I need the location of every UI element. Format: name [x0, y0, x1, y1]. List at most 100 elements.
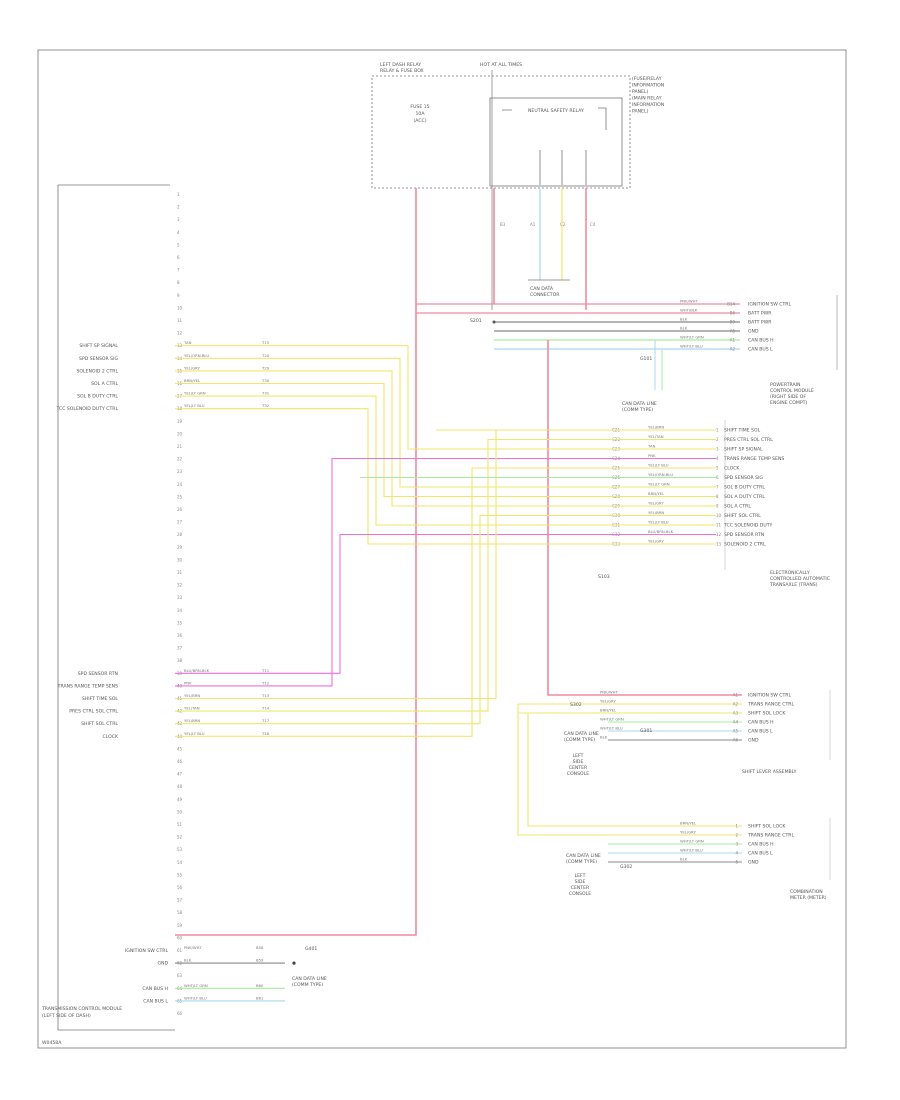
tcm-signal-name: PRES CTRL SOL CTRL	[69, 709, 118, 715]
trans-pin: 9	[716, 504, 719, 509]
trans-pin: 7	[716, 485, 719, 490]
shift-lever-wire-label: WHT/LT BLU	[600, 726, 623, 731]
tcm-pin-number: 9	[177, 293, 180, 298]
trans-wire-label: YEL/TAN	[648, 434, 664, 439]
trans-wire-label: BLU/BRN-BLK	[648, 529, 674, 534]
ecm-label: CONTROL MODULE	[770, 388, 814, 394]
trans-wire-label: YEL/LT BLU	[648, 520, 669, 525]
trans-pin: 5	[716, 466, 719, 471]
tcm-pin-number: 11	[177, 318, 183, 323]
ecm-terminal: A5	[730, 329, 736, 334]
tcm-pin-number: 4	[177, 230, 180, 235]
tcm-signal-name: SPD SENSOR RTN	[78, 671, 118, 677]
tcm-signal-name: CLOCK	[103, 734, 119, 740]
shift-lever-signal-name: IGNITION SW CTRL	[748, 693, 792, 699]
trans-signal-name: CLOCK	[724, 466, 740, 472]
tcm-pin-number: 34	[177, 608, 183, 613]
combination-wire-label: WHT/LT BLU	[680, 848, 703, 853]
shift-lever-note: CENTER	[569, 765, 588, 771]
tcm-pin-number: 53	[177, 847, 183, 852]
tcm-upper-signal-wire	[175, 370, 716, 507]
combination-trans-range-wire	[517, 704, 742, 836]
tcm-pin-number: 61	[177, 948, 183, 953]
tcm-wire-term: T31	[261, 391, 270, 396]
combination-label-2: METER (METER)	[790, 895, 827, 901]
ecm-terminal: A1	[730, 338, 736, 343]
trans-signal-name: SHIFT TIME SOL	[724, 428, 761, 434]
combination-signal-name: SHIFT SOL LOCK	[748, 824, 786, 830]
relay-side-note: INFORMATION	[632, 83, 664, 89]
ecm-signal-name: IGNITION SW CTRL	[748, 302, 792, 308]
tcm-pin-number: 35	[177, 620, 183, 625]
relay-terminal-label: C2	[560, 222, 566, 227]
tcm-wire-label: BLK	[184, 958, 192, 963]
tcm-wire-term: T15	[261, 340, 270, 345]
relay-label: NEUTRAL SAFETY RELAY	[528, 108, 584, 114]
tcm-pin-number: 66	[177, 1011, 183, 1016]
trans-pin: 13	[716, 542, 722, 547]
tcm-signal-name: SOL B DUTY CTRL	[77, 394, 118, 400]
tcm-pin-number: 1	[177, 192, 180, 197]
tcm-wire-label: YEL/BRN	[184, 693, 200, 698]
tcm-label: TRANSMISSION CONTROL MODULE	[41, 1006, 122, 1012]
trans-label: TRANSAXLE (TRANS)	[769, 582, 818, 588]
ecm-splice-label: S201	[470, 318, 482, 324]
shift-lever-terminal: A6	[733, 738, 739, 743]
tcm-pin-number: 8	[177, 280, 180, 285]
tcm-pin-number: 10	[177, 305, 183, 310]
shift-lever-signal-name: CAN BUS L	[748, 729, 773, 735]
shift-lever-wire-label: BLK	[600, 735, 608, 740]
splice-dot	[492, 320, 496, 324]
tcm-pin-number: 57	[177, 898, 183, 903]
tcm-signal-name: CAN BUS L	[143, 998, 168, 1004]
shift-lever-note: SIDE	[573, 759, 584, 765]
tcm-wire-label: BRN/YEL	[184, 378, 201, 383]
shift-lever-terminal: A5	[733, 729, 739, 734]
trans-signal-name: SOL A CTRL	[724, 504, 751, 510]
combination-signal-name: CAN BUS L	[748, 851, 773, 857]
shift-lever-signal-name: SHIFT SOL LOCK	[748, 711, 786, 717]
tcm-pin-number: 45	[177, 746, 183, 751]
trans-signal-name: SOL A DUTY CTRL	[724, 494, 765, 500]
shift-lever-wire-label: PNK/WHT	[600, 690, 619, 695]
relay-can-label: CAN DATA	[530, 286, 554, 292]
shift-lever-wire-label: WHT/LT GRN	[600, 717, 624, 722]
tcm-wire-label: WHT/LT BLU	[184, 995, 207, 1000]
tcm-wire-label: YEL/LT GRN	[184, 391, 206, 396]
combination-wire-label: WHT/LT GRN	[680, 839, 704, 844]
tcm-wire-term: T12	[261, 680, 270, 685]
ecm-wire-label: BLK	[680, 317, 688, 322]
shift-lever-can-label: CAN DATA LINE	[564, 731, 599, 737]
combination-note: LEFT	[575, 873, 586, 879]
combination-ground-label: G302	[620, 864, 632, 870]
tcm-wire-term: B58	[256, 945, 264, 950]
trans-wire-label: BRN/YEL	[648, 491, 665, 496]
relay-terminal-label: B3	[500, 222, 506, 227]
tcm-pin-number: 27	[177, 520, 183, 525]
ecm-wire-label: WHT/BLK	[680, 308, 698, 313]
trans-pin: 10	[716, 513, 722, 518]
relay-contacts	[502, 109, 587, 185]
trans-signal-name: SOL B DUTY CTRL	[724, 485, 765, 491]
tcm-wire-label: WHT/LT GRN	[184, 983, 208, 988]
tcm-pin-number: 54	[177, 860, 183, 865]
tcm-pin-number: 33	[177, 595, 183, 600]
tcm-signal-name: SOL A CTRL	[91, 381, 118, 387]
tcm-signal-name: SHIFT SOL CTRL	[81, 721, 118, 727]
tcm-signal-name: SHIFT SP SIGNAL	[79, 343, 118, 349]
tcm-signal-name: SHIFT TIME SOL	[82, 696, 119, 702]
combination-wire-label: BRN/YEL	[680, 821, 697, 826]
tcm-pin-number: 32	[177, 583, 183, 588]
combination-terminal: 4	[735, 851, 738, 856]
tcm-ign-feed-wire	[175, 304, 417, 936]
tcm-pin-number: 51	[177, 822, 183, 827]
tcm-pin-number: 63	[177, 973, 183, 978]
ecm-signal-name: BATT PWR	[748, 320, 772, 326]
tcm-wire-term: T13	[261, 693, 270, 698]
tcm-signal-name: TCC SOLENOID DUTY CTRL	[55, 406, 118, 412]
hot-at-all-times-label: HOT AT ALL TIMES	[480, 62, 522, 68]
trans-pin: 2	[716, 437, 719, 442]
tcm-wire-label: YEL/GRY	[184, 365, 200, 370]
fuse-label: FUSE 15	[410, 104, 429, 110]
